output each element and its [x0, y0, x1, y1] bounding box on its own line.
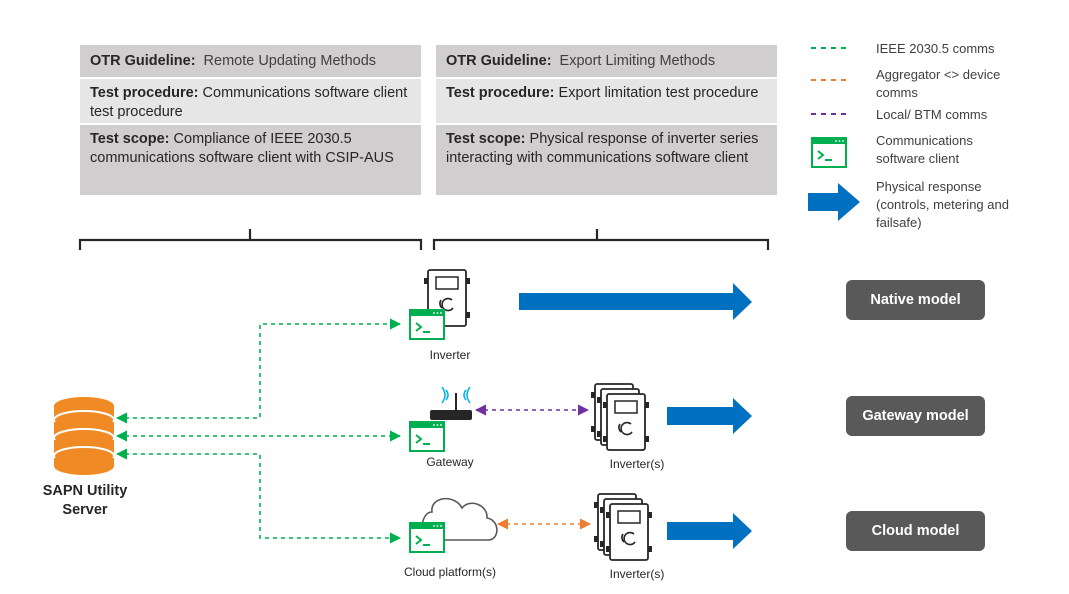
table-scope-row: Test scope: Compliance of IEEE 2030.5 co… [80, 125, 421, 197]
scope-value: Compliance of IEEE 2030.5 communications… [90, 131, 394, 166]
bracket-right [432, 229, 770, 250]
scope-label: Test scope: [446, 131, 526, 147]
procedure-value: Export limitation test procedure [558, 85, 759, 101]
test-table-export-limiting: OTR Guideline: Export Limiting Methods Te… [436, 45, 777, 197]
client-icon-cloud [409, 522, 445, 553]
gateway-label: Gateway [426, 455, 474, 469]
physical-arrow-gateway [667, 398, 752, 434]
procedure-label: Test procedure: [90, 85, 199, 101]
table-scope-row: Test scope: Physical response of inverte… [436, 125, 777, 197]
client-icon-native [409, 309, 445, 340]
database-server-icon [53, 397, 115, 475]
header-value: Remote Updating Methods [203, 53, 377, 69]
table-procedure-row: Test procedure: Communications software … [80, 79, 421, 125]
inverters-icon-cloud [594, 494, 652, 560]
cloud-inverters-label: Inverter(s) [609, 567, 665, 581]
legend-physical-label: Physical response (controls, metering an… [876, 179, 1009, 230]
header-label: OTR Guideline: [446, 53, 552, 69]
legend-ieee-label: IEEE 2030.5 comms [876, 41, 995, 56]
comms-line-native [115, 318, 402, 424]
cloud-model-box: Cloud model [846, 511, 985, 551]
physical-arrow-cloud [667, 513, 752, 549]
inverters-icon-gateway [591, 384, 649, 450]
procedure-value: Communications software client test proc… [90, 85, 408, 120]
gateway-inverters-label: Inverter(s) [609, 457, 665, 471]
header-label: OTR Guideline: [90, 53, 196, 69]
procedure-label: Test procedure: [446, 85, 555, 101]
bracket-left [78, 229, 423, 250]
router-icon [430, 386, 472, 420]
legend-local-label: Local/ BTM comms [876, 107, 988, 122]
comms-line-cloud [115, 448, 402, 544]
server-label: SAPN Utility Server [42, 483, 128, 518]
table-header: OTR Guideline: Remote Updating Methods [80, 45, 421, 79]
client-icon-gateway [409, 421, 445, 452]
scope-label: Test scope: [90, 131, 170, 147]
legend-client-label: Communications software client [876, 133, 973, 166]
scope-value: Physical response of inverter series int… [446, 131, 759, 166]
legend-aggregator-label: Aggregator <> device comms [876, 67, 1001, 100]
legend-physical-arrow [808, 183, 860, 221]
table-procedure-row: Test procedure: Export limitation test p… [436, 79, 777, 125]
inverter-label: Inverter [429, 348, 471, 362]
native-model-box: Native model [846, 280, 985, 320]
table-header: OTR Guideline: Export Limiting Methods [436, 45, 777, 79]
test-table-remote-updating: OTR Guideline: Remote Updating Methods Te… [80, 45, 421, 197]
cloud-label: Cloud platform(s) [403, 565, 497, 579]
physical-arrow-native [519, 283, 752, 320]
legend-client-icon [811, 137, 847, 168]
gateway-model-box: Gateway model [846, 396, 985, 436]
header-value: Export Limiting Methods [559, 53, 716, 69]
